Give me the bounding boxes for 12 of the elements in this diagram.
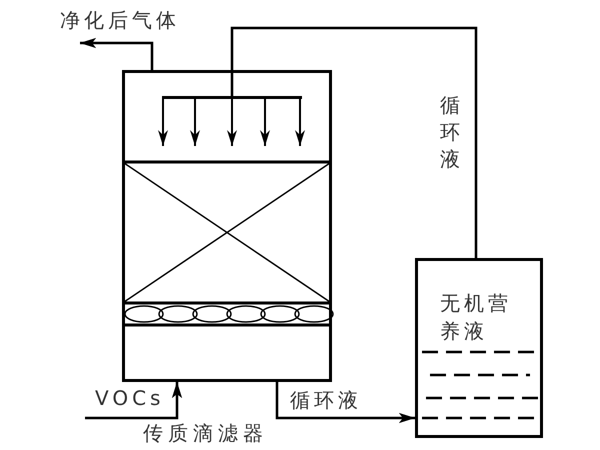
- edge-label: 循环液: [290, 388, 362, 412]
- tank-box: [415, 258, 543, 438]
- arrow: [276, 382, 415, 423]
- edge-label: VOCs: [95, 386, 164, 410]
- tank-label: 无机营养液: [440, 290, 513, 345]
- device-label: 传质滴滤器: [143, 420, 268, 447]
- arrow: [80, 38, 154, 70]
- distributor-bar: [162, 96, 302, 99]
- edge-label: 循环液: [440, 92, 461, 173]
- arrow: [85, 382, 182, 420]
- pipe-line: [230, 26, 478, 258]
- edge-label: 净化后气体: [60, 8, 180, 32]
